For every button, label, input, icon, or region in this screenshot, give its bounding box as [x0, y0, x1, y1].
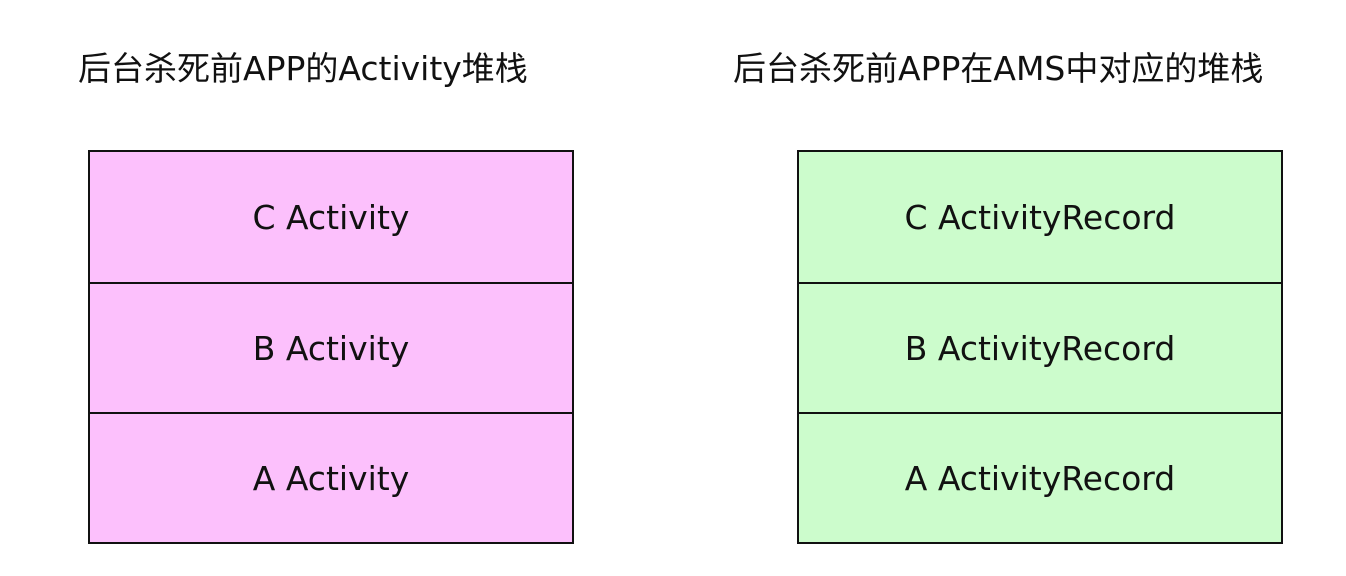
stack-layer-bottom: A Activity — [90, 412, 572, 542]
stack-layer-top: C Activity — [252, 197, 410, 237]
stack-layer-middle: B ActivityRecord — [799, 282, 1281, 412]
stack-layer-top: C ActivityRecord — [904, 197, 1176, 237]
left-stack-title: 后台杀死前APP的Activity堆栈 — [78, 49, 528, 88]
stack-layer-middle: B Activity — [90, 282, 572, 412]
ams-record-stack: C ActivityRecord B ActivityRecord A Acti… — [797, 150, 1283, 544]
app-activity-stack: C Activity B Activity A Activity — [88, 150, 574, 544]
stack-layer-bottom: A ActivityRecord — [799, 412, 1281, 542]
right-stack-title: 后台杀死前APP在AMS中对应的堆栈 — [733, 49, 1264, 88]
